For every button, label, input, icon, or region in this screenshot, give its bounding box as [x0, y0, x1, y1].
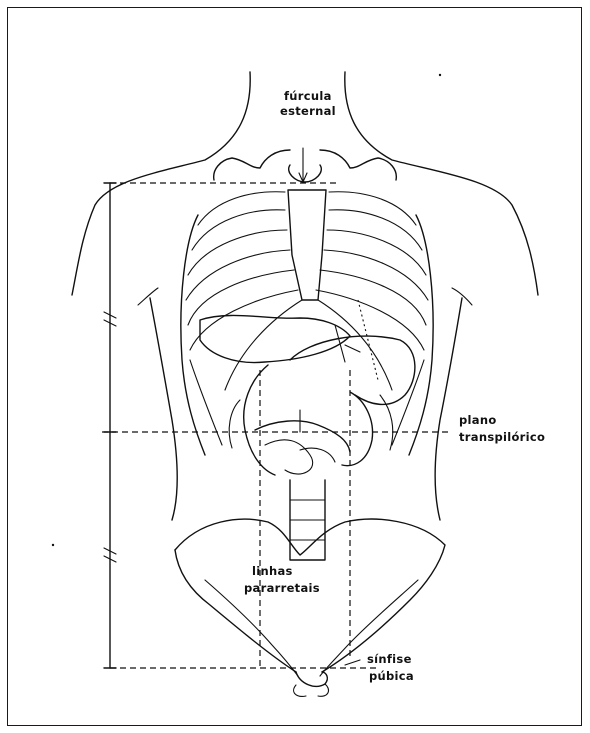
label-furcula-sub: esternal — [280, 104, 336, 118]
label-plano: plano — [459, 413, 497, 427]
label-plano-sub: transpilórico — [459, 430, 545, 444]
body-outline — [72, 72, 538, 520]
speck — [52, 544, 54, 546]
abdominal-organs — [200, 315, 415, 475]
ribcage — [181, 150, 433, 455]
label-sinfise: sínfise — [367, 652, 412, 666]
measurement-scale — [104, 183, 116, 668]
speck — [439, 74, 441, 76]
label-furcula: fúrcula — [284, 89, 332, 103]
label-linhas: linhas — [252, 564, 293, 578]
label-sinfise-sub: púbica — [369, 669, 414, 683]
label-linhas-sub: pararretais — [244, 581, 320, 595]
